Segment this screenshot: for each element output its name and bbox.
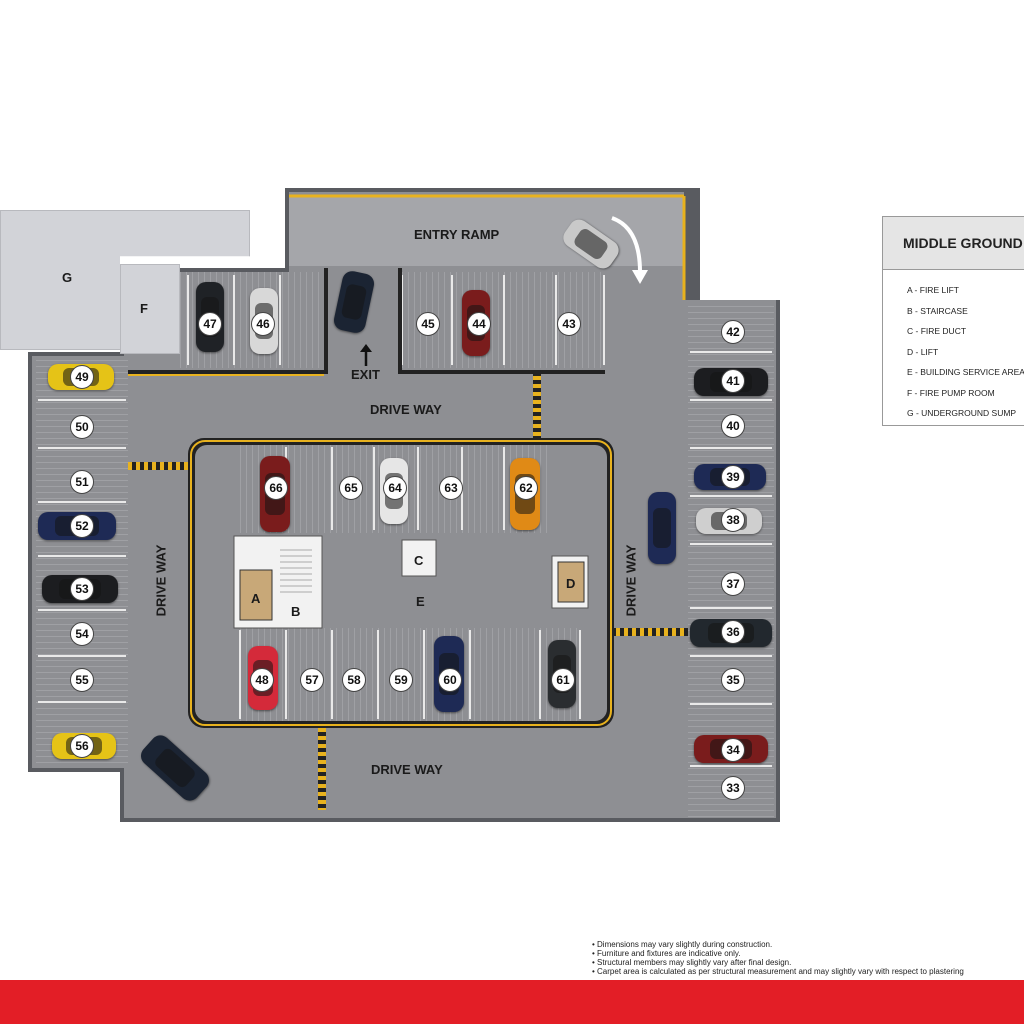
exit-arrow — [360, 344, 372, 352]
spot-50: 50 — [70, 415, 94, 439]
spot-36: 36 — [721, 620, 745, 644]
legend-item: E - BUILDING SERVICE AREA — [907, 367, 1024, 377]
legend-item: G - UNDERGROUND SUMP — [907, 408, 1017, 418]
block-label-f: F — [140, 301, 148, 316]
legend-item: D - LIFT — [907, 346, 939, 357]
spot-65: 65 — [339, 476, 363, 500]
legend-list: A - FIRE LIFT B - STAIRCASE C - FIRE DUC… — [883, 270, 1024, 424]
block-label-d: D — [566, 576, 576, 591]
spot-62: 62 — [514, 476, 538, 500]
spot-41: 41 — [721, 369, 745, 393]
block-label-c: C — [414, 553, 424, 568]
spot-44: 44 — [467, 312, 491, 336]
spot-51: 51 — [70, 470, 94, 494]
entry-ramp-area — [289, 196, 684, 266]
spot-39: 39 — [721, 465, 745, 489]
spot-43: 43 — [557, 312, 581, 336]
spot-61: 61 — [551, 668, 575, 692]
spot-37: 37 — [721, 572, 745, 596]
disclaimer-notes: • Dimensions may vary slightly during co… — [592, 940, 964, 976]
spot-66: 66 — [264, 476, 288, 500]
note-line: • Structural members may slightly vary a… — [592, 958, 792, 967]
block-label-g: G — [62, 270, 73, 285]
drive-way-right-label: DRIVE WAY — [623, 544, 639, 617]
drive-way-left-label: DRIVE WAY — [153, 544, 169, 617]
note-line: • Carpet area is calculated as per struc… — [592, 967, 964, 976]
crossing-left — [128, 462, 188, 470]
spot-58: 58 — [342, 668, 366, 692]
spot-40: 40 — [721, 414, 745, 438]
drive-way-top-label: DRIVE WAY — [370, 402, 442, 417]
fire-pump-room-block — [120, 264, 180, 354]
spot-45: 45 — [416, 312, 440, 336]
exit-label: EXIT — [351, 367, 380, 382]
car-navy-driveway — [648, 492, 676, 564]
spot-42: 42 — [721, 320, 745, 344]
spot-57: 57 — [300, 668, 324, 692]
legend-item: F - FIRE PUMP ROOM — [907, 387, 995, 398]
spot-53: 53 — [70, 577, 94, 601]
block-label-b: B — [291, 604, 301, 619]
spot-54: 54 — [70, 622, 94, 646]
block-label-e: E — [416, 594, 425, 609]
spot-56: 56 — [70, 734, 94, 758]
footer-bar — [0, 980, 1024, 1024]
drive-way-bottom-label: DRIVE WAY — [371, 762, 443, 777]
crossing-top — [533, 372, 541, 438]
legend-item: C - FIRE DUCT — [907, 326, 967, 336]
legend-title: MIDDLE GROUND — [883, 217, 1024, 270]
spot-59: 59 — [389, 668, 413, 692]
spot-48: 48 — [250, 668, 274, 692]
ramp-direction-arrow — [611, 216, 642, 273]
spot-60: 60 — [438, 668, 462, 692]
spot-55: 55 — [70, 668, 94, 692]
spot-34: 34 — [721, 738, 745, 762]
legend-panel: MIDDLE GROUND A - FIRE LIFT B - STAIRCAS… — [882, 216, 1024, 426]
central-island — [188, 438, 614, 728]
spot-46: 46 — [251, 312, 275, 336]
legend-item: B - STAIRCASE — [907, 305, 968, 316]
spot-35: 35 — [721, 668, 745, 692]
block-label-a: A — [251, 591, 261, 606]
spot-52: 52 — [70, 514, 94, 538]
spot-33: 33 — [721, 776, 745, 800]
spot-63: 63 — [439, 476, 463, 500]
spot-64: 64 — [383, 476, 407, 500]
entry-ramp-label: ENTRY RAMP — [414, 227, 500, 242]
spot-47: 47 — [198, 312, 222, 336]
crossing-right — [614, 628, 688, 636]
spot-49: 49 — [70, 365, 94, 389]
fire-duct-block — [401, 539, 437, 577]
legend-item: A - FIRE LIFT — [907, 285, 959, 295]
crossing-bottom — [318, 728, 326, 810]
note-line: • Furniture and fixtures are indicative … — [592, 949, 741, 958]
note-line: • Dimensions may vary slightly during co… — [592, 940, 773, 949]
spot-38: 38 — [721, 508, 745, 532]
